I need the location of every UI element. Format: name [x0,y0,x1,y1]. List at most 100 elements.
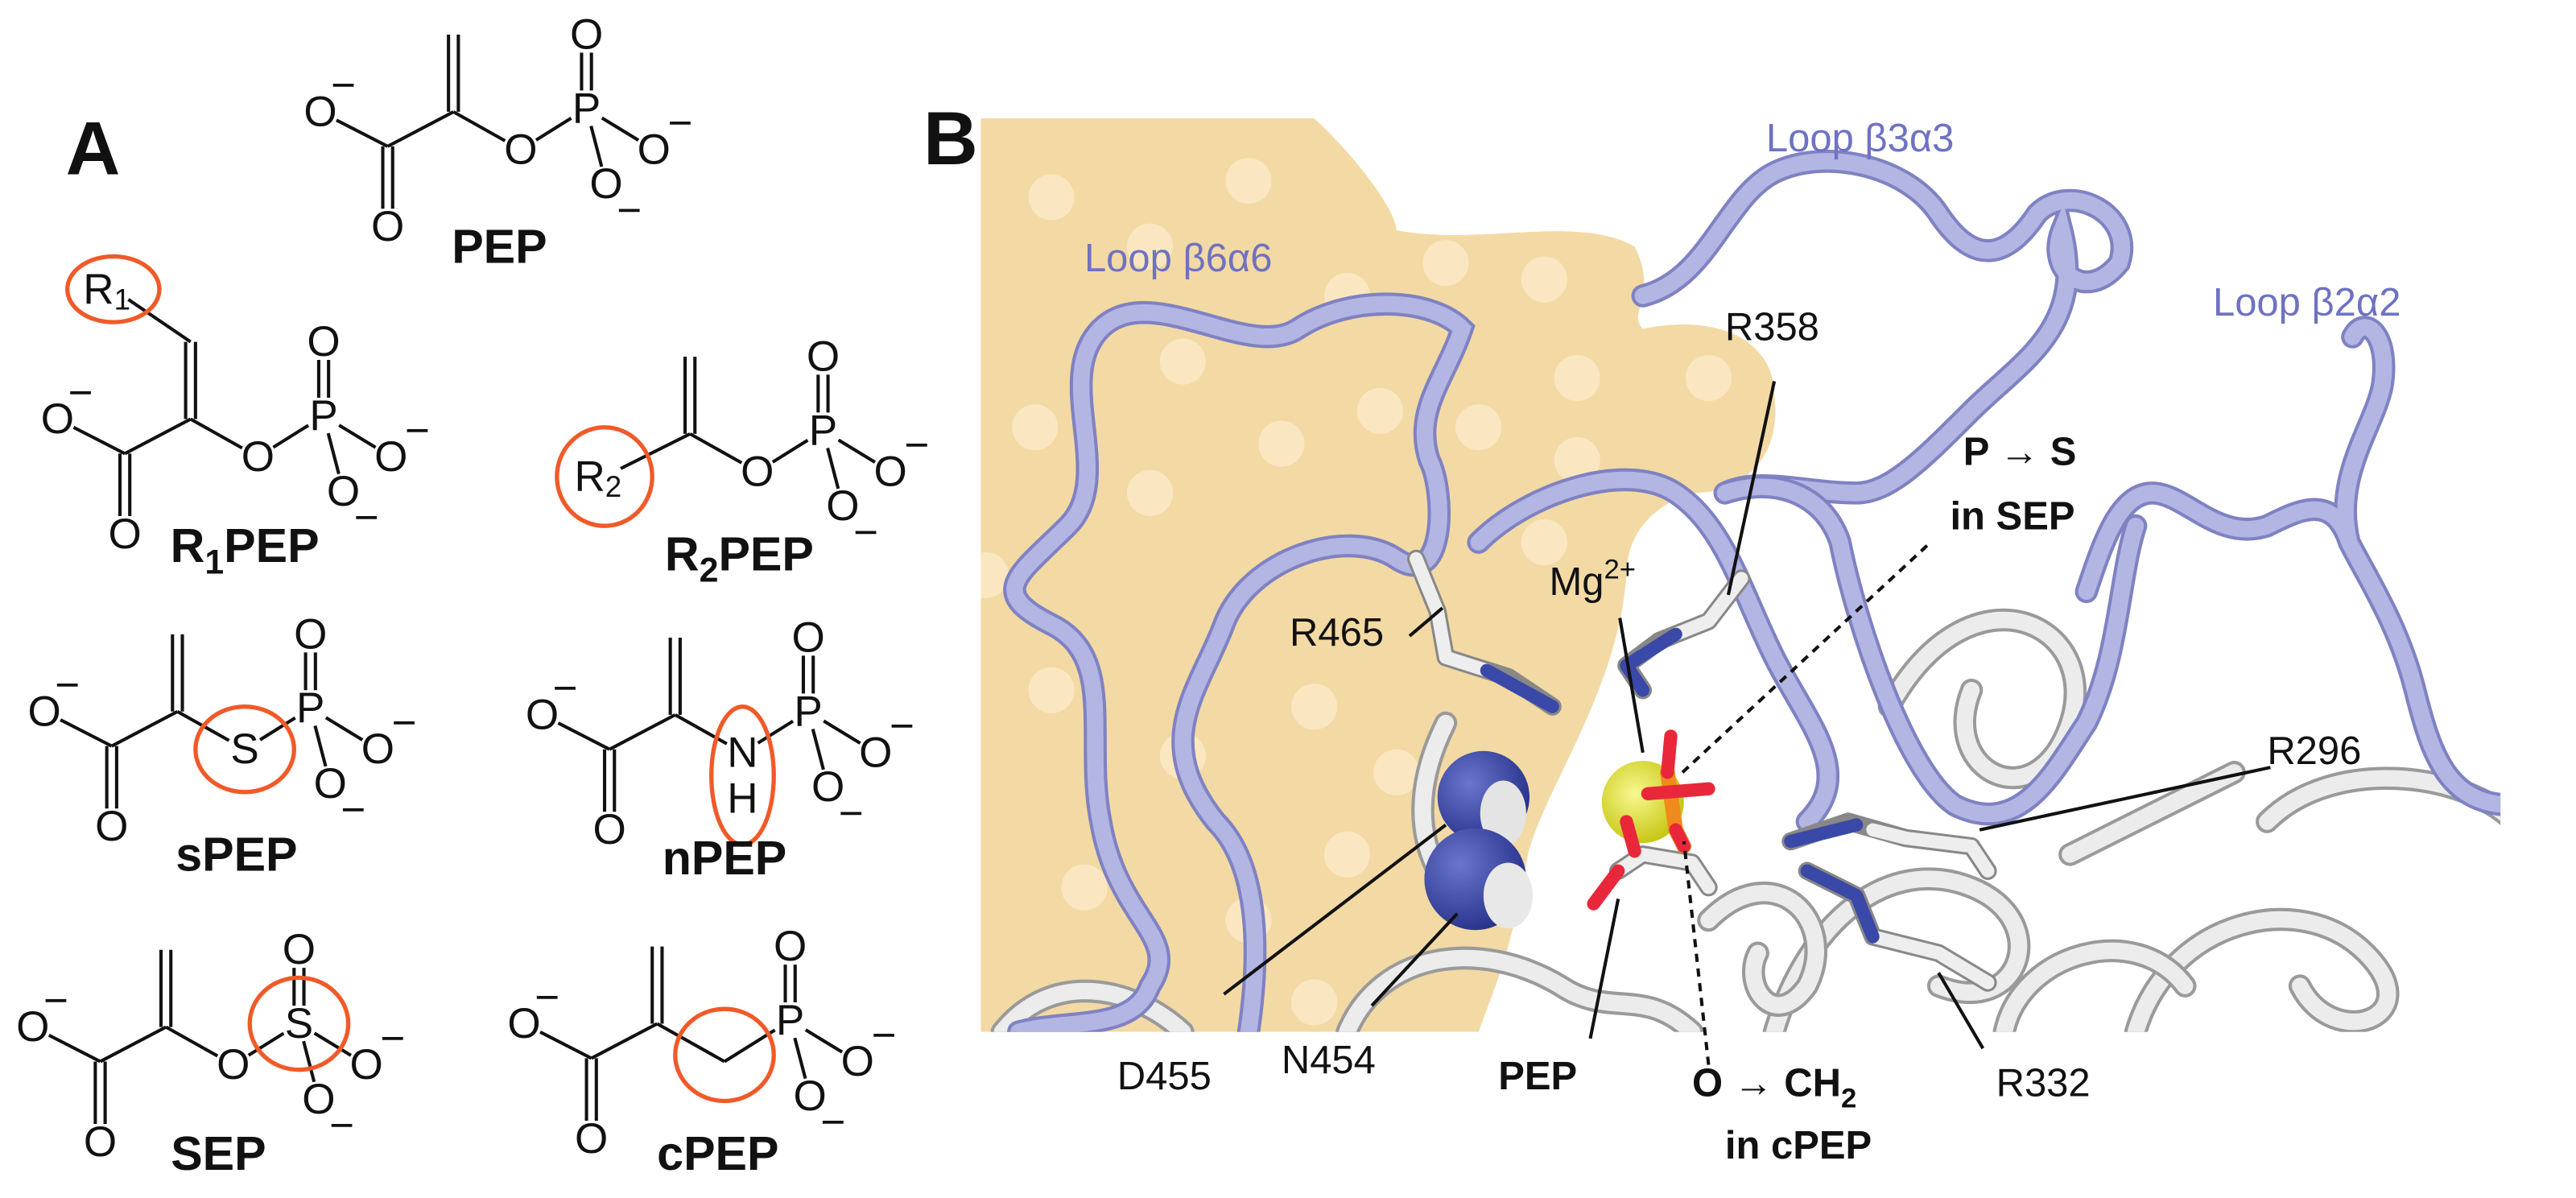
phosphorus-atom: P [776,997,804,1044]
bond [535,116,572,142]
sulfur-atom: S [230,725,258,773]
negative-charge: − [341,787,365,834]
surface-highlight [1225,158,1272,204]
atom-label: O [16,1003,49,1051]
atom-label: O [361,725,394,773]
bond [324,716,364,742]
atom-label: O [294,610,327,658]
highlight-circle [555,425,654,528]
surface-highlight [1356,387,1403,434]
label-part: R [665,527,700,580]
bond [110,709,179,748]
surface-highlight [1028,174,1075,221]
atom-label: O [791,613,824,661]
negative-charge: − [890,703,914,750]
mg-ion-label: Mg2+ [1549,554,1636,603]
atom-label: O [242,433,275,481]
atom-label: O [526,691,559,738]
bond [689,432,743,465]
protein-structure-render [980,118,2501,1032]
atom-label: O [741,448,774,495]
bond [452,110,506,143]
nitrogen-atom: N [727,729,758,776]
bond [793,1037,807,1080]
negative-charge: − [354,494,379,541]
label-part: PEP [452,220,547,274]
bond [620,432,691,470]
bond [837,438,877,464]
atom-label: O [27,688,60,735]
bond [804,1028,844,1054]
surface-highlight [1373,749,1420,795]
panel-b-letter: B [923,96,978,180]
surface-highlight [1159,338,1206,385]
surface-highlight [1028,667,1075,713]
bond [557,721,611,751]
bond [165,1025,219,1058]
negative-charge: − [820,1099,845,1146]
residue-d455-label: D455 [1117,1055,1212,1098]
bond [601,116,640,142]
in-cpep-label: in cPEP [1725,1124,1872,1167]
mg-charge: 2+ [1604,554,1637,585]
molecule-name-label: R1PEP [171,518,320,581]
atom-label: O [217,1041,250,1089]
atom-label: O [593,806,626,853]
negative-charge: − [904,422,929,469]
loop-b6a6-label: Loop β6α6 [1084,237,1273,280]
bond [823,719,861,745]
highlight-circle [65,254,162,324]
surface-highlight [1422,240,1469,287]
bond [811,729,825,770]
panel-a: A OO−OOO−−OPPEPOO−R1OOO−−OPR1PEPR2OOO−−O… [16,10,929,1180]
atom-label: O [811,763,844,811]
atom-label: O [371,203,404,250]
residue-r358-label: R358 [1725,306,1819,349]
bond [771,438,809,464]
panel-b: B [923,96,2501,1167]
panel-a-letter: A [66,105,121,190]
r2-subscript: 2 [605,470,621,503]
asn-asp-spheres [1424,750,1534,931]
surface-highlight [1061,864,1108,911]
bond [589,126,604,167]
phosphorus-atom: P [809,407,837,454]
surface-highlight [1685,354,1732,402]
atom-label: O [349,1041,382,1089]
o-to-ch-text: O → CH [1692,1061,1841,1105]
negative-charge: − [331,62,356,109]
atom-label: O [507,1000,540,1047]
atom-label: O [575,1115,608,1163]
negative-charge: − [617,187,642,234]
surface-highlight [980,551,1009,598]
label-part: PEP [224,518,319,572]
p-to-s-label: P → S [1963,431,2077,474]
highlight-circle [247,975,351,1072]
label-part: PEP [718,527,813,580]
sulfur-atom: S [285,1000,313,1047]
label-part: sPEP [175,828,297,882]
phosphorus-atom: P [296,684,324,732]
atom-label: O [327,468,360,515]
surface-highlight [1521,519,1567,566]
bond [313,725,328,767]
bond [124,417,192,456]
atom-label: O [314,760,347,808]
negative-charge: − [329,1102,354,1150]
lavender-loop-tubes [1003,150,2501,1032]
atom-label: O [95,803,128,850]
o-to-ch2-label: O → CH2 [1692,1061,1856,1113]
negative-charge: − [839,790,864,837]
surface-highlight [1323,831,1371,878]
bond [60,718,113,748]
arginine-sticks [1406,549,1997,992]
bond [723,1028,776,1064]
negative-charge: − [380,1014,405,1062]
molecule-name-label: PEP [452,220,547,274]
bond [47,1034,101,1064]
residue-r332-label: R332 [1996,1061,2091,1105]
